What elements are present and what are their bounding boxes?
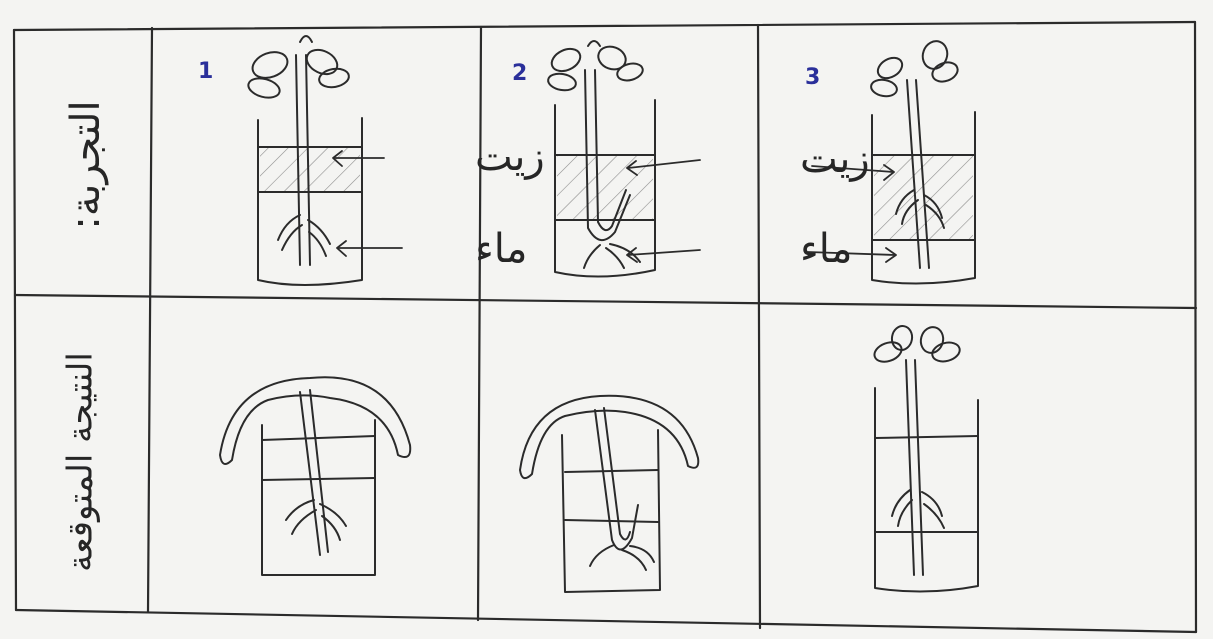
svg-text:التجربة:: التجربة: bbox=[63, 100, 109, 229]
experiment-number-3: 3 bbox=[805, 65, 820, 90]
water-label-2: ماء bbox=[800, 226, 852, 272]
row-label-experiment: التجربة: bbox=[63, 100, 109, 229]
experiment-number-1: 1 bbox=[198, 59, 213, 84]
oil-label-1: زيت bbox=[475, 134, 545, 180]
svg-text:النتيجة المتوقعة: النتيجة المتوقعة bbox=[61, 352, 101, 572]
row-label-expected-result: النتيجة المتوقعة bbox=[61, 352, 101, 572]
water-label-1: ماء bbox=[475, 226, 527, 272]
experiment-number-2: 2 bbox=[512, 61, 527, 86]
oil-label-2: زيت bbox=[800, 136, 870, 182]
